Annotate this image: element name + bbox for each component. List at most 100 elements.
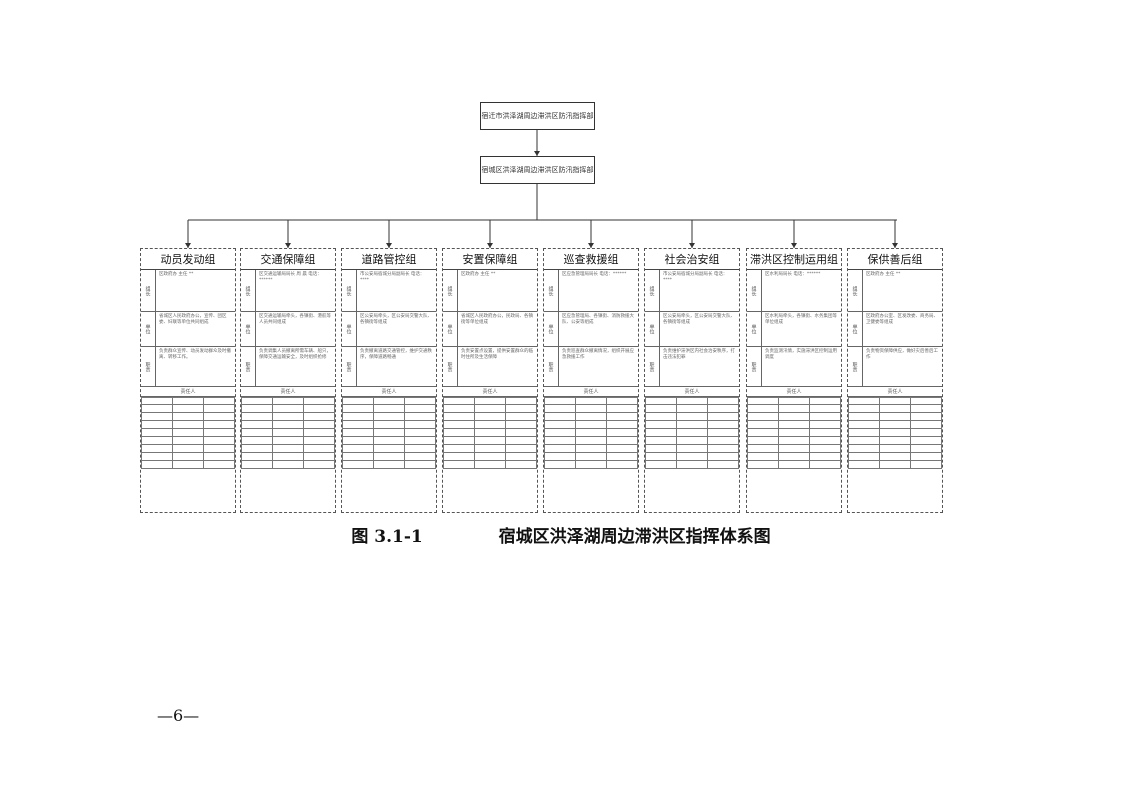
- responsible-label: 责任人: [342, 387, 436, 397]
- table-cell: [606, 397, 638, 405]
- group-duty-row: 职责负责调集人员撤离所需车辆、船只，保障交通运输安全，及时组织抢修: [241, 347, 335, 387]
- table-cell: [809, 436, 841, 445]
- table-cell: [676, 428, 708, 437]
- table-cell: [575, 420, 607, 429]
- table-cell: [342, 452, 374, 461]
- table-cell: [443, 420, 475, 429]
- table-row: [141, 460, 235, 469]
- table-cell: [203, 436, 235, 445]
- table-cell: [606, 444, 638, 453]
- table-cell: [910, 397, 942, 405]
- table-cell: [203, 428, 235, 437]
- table-row: [544, 460, 638, 469]
- table-cell: [707, 428, 739, 437]
- table-row: [141, 397, 235, 405]
- table-cell: [910, 452, 942, 461]
- group-duty-row: 职责负责撤离道路交通管控，维护交通秩序，保障道路畅通: [342, 347, 436, 387]
- row-label: 组长: [443, 270, 458, 311]
- row-text: 区政府办 主任 **: [159, 272, 194, 277]
- group-card: 巡查救援组组长区应急管理局局长 电话：******单位区应急管理局、各镇街、消防…: [543, 248, 639, 513]
- table-cell: [272, 444, 304, 453]
- table-cell: [342, 428, 374, 437]
- table-cell: [505, 436, 537, 445]
- table-cell: [172, 444, 204, 453]
- table-cell: [809, 444, 841, 453]
- table-row: [848, 420, 942, 429]
- table-cell: [809, 452, 841, 461]
- group-title: 交通保障组: [241, 249, 335, 270]
- table-cell: [241, 412, 273, 421]
- table-row: [848, 460, 942, 469]
- table-cell: [848, 444, 880, 453]
- table-row: [645, 397, 739, 405]
- table-row: [342, 412, 436, 421]
- table-cell: [544, 460, 576, 469]
- table-cell: [404, 436, 436, 445]
- table-cell: [809, 404, 841, 413]
- table-cell: [272, 397, 304, 405]
- row-text: 负责群众宣传、动员发动群众及时撤离、转移工作。: [159, 349, 231, 360]
- responsible-label: 责任人: [848, 387, 942, 397]
- table-cell: [676, 397, 708, 405]
- table-row: [241, 444, 335, 453]
- table-cell: [910, 420, 942, 429]
- table-row: [241, 428, 335, 437]
- table-cell: [910, 436, 942, 445]
- group-leader-row: 组长区政府办 主任 **: [848, 270, 942, 312]
- table-cell: [272, 404, 304, 413]
- table-cell: [747, 428, 779, 437]
- group-duty-row: 职责负责群众宣传、动员发动群众及时撤离、转移工作。: [141, 347, 235, 387]
- table-row: [342, 404, 436, 413]
- table-row: [141, 404, 235, 413]
- table-cell: [404, 428, 436, 437]
- table-cell: [848, 412, 880, 421]
- table-cell: [172, 420, 204, 429]
- table-cell: [676, 436, 708, 445]
- table-cell: [809, 428, 841, 437]
- responsible-table: [544, 397, 638, 469]
- table-row: [241, 397, 335, 405]
- table-cell: [879, 436, 911, 445]
- table-cell: [544, 404, 576, 413]
- table-cell: [474, 412, 506, 421]
- table-cell: [606, 420, 638, 429]
- table-row: [544, 420, 638, 429]
- table-cell: [404, 444, 436, 453]
- row-label: 职责: [342, 347, 357, 386]
- row-label: 组长: [645, 270, 660, 311]
- group-units-row: 单位区公安局牵头，区公安局交警大队、各镇街等组成: [342, 312, 436, 347]
- table-cell: [141, 412, 173, 421]
- table-row: [747, 444, 841, 453]
- table-row: [342, 436, 436, 445]
- table-cell: [172, 460, 204, 469]
- table-row: [848, 428, 942, 437]
- table-row: [544, 436, 638, 445]
- table-cell: [544, 420, 576, 429]
- row-text: 区政府办 主任 **: [461, 272, 496, 277]
- row-label: 单位: [747, 312, 762, 346]
- responsible-label: 责任人: [544, 387, 638, 397]
- table-cell: [809, 397, 841, 405]
- table-cell: [303, 452, 335, 461]
- table-cell: [747, 444, 779, 453]
- table-row: [848, 444, 942, 453]
- table-cell: [544, 397, 576, 405]
- table-cell: [707, 452, 739, 461]
- table-cell: [303, 436, 335, 445]
- table-cell: [373, 452, 405, 461]
- table-row: [645, 436, 739, 445]
- table-cell: [747, 420, 779, 429]
- table-cell: [879, 404, 911, 413]
- table-row: [747, 436, 841, 445]
- table-cell: [303, 428, 335, 437]
- group-card: 保供善后组组长区政府办 主任 **单位区政府办公室、区发改委、商务局、卫健委等组…: [847, 248, 943, 513]
- table-row: [645, 420, 739, 429]
- table-cell: [879, 460, 911, 469]
- table-row: [443, 428, 537, 437]
- table-cell: [241, 420, 273, 429]
- table-cell: [203, 412, 235, 421]
- table-cell: [505, 397, 537, 405]
- group-units-row: 单位区公安局牵头，区公安局交警大队、各镇街等组成: [645, 312, 739, 347]
- group-title: 动员发动组: [141, 249, 235, 270]
- table-cell: [303, 397, 335, 405]
